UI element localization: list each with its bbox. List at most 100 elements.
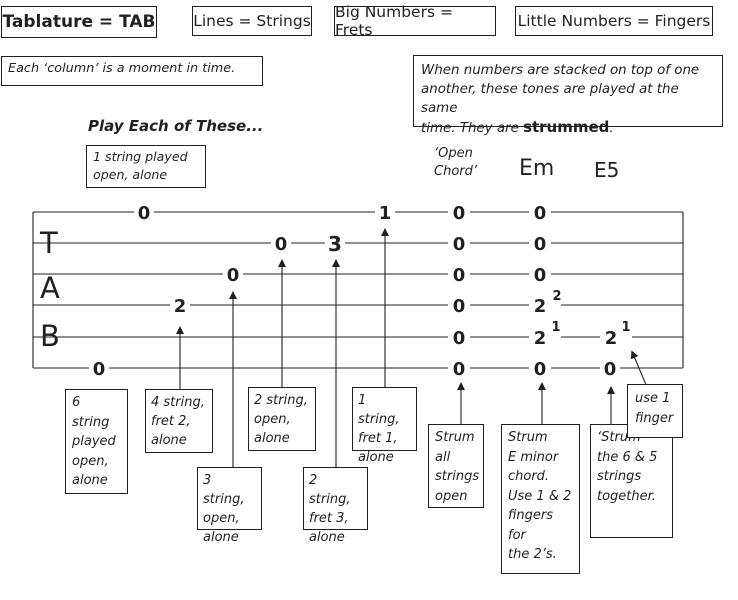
little-numbers-text: Little Numbers = Fingers — [517, 12, 711, 30]
title-box: Tablature = TAB — [1, 6, 157, 38]
big-numbers-box: Big Numbers = Frets — [334, 3, 496, 39]
column-note-text: Each ‘column’ is a moment in time. — [8, 61, 236, 76]
lines-strings-text: Lines = Strings — [193, 12, 311, 30]
em-finger-2: 2 — [552, 289, 561, 304]
strummed-word: strummed — [523, 118, 610, 136]
callout-e5-l4: together. — [597, 488, 656, 504]
em-s3: 0 — [534, 265, 547, 286]
callout-1-string-fret1: 1 string, fret 1, alone — [352, 387, 417, 465]
open-chord-s1: 0 — [453, 203, 466, 224]
em-s5: 2 — [534, 328, 547, 349]
callout-strum-all: Strum all strings open — [428, 424, 484, 508]
fret-s1-1: 1 — [379, 203, 392, 224]
e5-s5: 2 — [605, 328, 618, 349]
fret-s1-open: 0 — [138, 203, 151, 224]
callout-3-string: 3 string, open, alone — [197, 467, 262, 545]
callout-1f-l1: 1 string, — [358, 393, 400, 427]
open-chord-s4: 0 — [453, 296, 466, 317]
callout-em-l5: fingers — [508, 508, 554, 523]
stacked-note-line1: When numbers are stacked on top of one — [421, 63, 700, 78]
callout-4-l1: 4 string, — [151, 395, 205, 410]
callout-3-l3: alone — [203, 530, 239, 545]
callout-em-l3: chord. — [508, 469, 550, 484]
em-s1: 0 — [534, 203, 547, 224]
top-callout-line2: open, alone — [93, 167, 168, 182]
callout-2o-l3: alone — [254, 431, 290, 446]
callout-2o-l2: open, — [254, 412, 291, 427]
callout-2-string-open: 2 string, open, alone — [248, 387, 316, 451]
callout-em-l7: the 2’s. — [508, 547, 557, 562]
column-note: Each ‘column’ is a moment in time. — [1, 56, 263, 86]
open-chord-s3: 0 — [453, 265, 466, 286]
fret-s4-2: 2 — [174, 296, 187, 317]
callout-6-l1: 6 — [72, 395, 81, 410]
callout-em-l6: for — [508, 527, 526, 543]
stacked-note-line3: time. They are — [421, 121, 524, 136]
em-s4: 2 — [534, 296, 547, 317]
callout-strum-l2: all — [435, 449, 451, 465]
open-chord-s2: 0 — [453, 234, 466, 255]
little-numbers-box: Little Numbers = Fingers — [515, 6, 713, 36]
callout-2-string-fret3: 2 string, fret 3, alone — [303, 467, 368, 545]
fret-s2-open: 0 — [275, 234, 288, 255]
e5-s6: 0 — [604, 359, 617, 380]
callout-em-l4: Use 1 & 2 — [508, 488, 572, 504]
callout-strum-l4: open — [435, 488, 468, 504]
em-s2: 0 — [534, 234, 547, 255]
em-finger-1: 1 — [551, 320, 560, 335]
fret-s3-open: 0 — [227, 265, 240, 286]
lines-strings-box: Lines = Strings — [192, 6, 312, 36]
big-numbers-text: Big Numbers = Frets — [335, 3, 453, 39]
fret-s2-3: 3 — [328, 232, 342, 256]
callout-finger-l1: use 1 — [635, 391, 671, 406]
e5-label: E5 — [594, 158, 620, 182]
tab-letter-t: T — [39, 226, 58, 260]
tab-letter-b: B — [40, 319, 60, 353]
callout-4-l2: fret 2, — [151, 414, 191, 429]
callout-3-l2: open, — [203, 511, 240, 526]
callout-use-1-finger: use 1 finger — [627, 384, 683, 438]
callout-em-l2: E minor — [508, 449, 559, 465]
callout-4-l3: alone — [151, 433, 187, 448]
e5-finger-1: 1 — [621, 320, 630, 335]
open-chord-s6: 0 — [453, 359, 466, 380]
stacked-note-period: . — [609, 121, 614, 136]
tab-letter-a: A — [40, 271, 60, 305]
open-chord-line2: Chord’ — [434, 164, 477, 179]
arrow-use-1-finger — [630, 350, 648, 388]
callout-6-l4: open, — [72, 453, 109, 469]
callout-2f-l2: fret 3, — [309, 511, 349, 526]
callout-1f-l2: fret 1, — [358, 431, 398, 446]
em-s6: 0 — [534, 359, 547, 380]
callout-6-l3: played — [72, 434, 116, 449]
callout-finger-l2: finger — [635, 411, 674, 426]
callout-2o-l1: 2 string, — [254, 393, 308, 408]
callout-e5: ‘Strum’ the 6 & 5 strings together. — [590, 424, 673, 538]
callout-2f-l1: 2 string, — [309, 473, 351, 507]
callout-6-string: 6 string played open, alone — [65, 389, 128, 494]
play-heading: Play Each of These... — [88, 117, 264, 135]
callout-e5-l2: the 6 & 5 — [597, 449, 658, 465]
callout-4-string: 4 string, fret 2, alone — [145, 389, 213, 453]
title-text: Tablature = TAB — [2, 12, 156, 32]
callout-1f-l3: alone — [358, 450, 394, 465]
open-chord-s5: 0 — [453, 328, 466, 349]
callout-strum-l1: Strum — [435, 430, 475, 445]
callout-6-l5: alone — [72, 473, 108, 488]
callout-3-l1: 3 string, — [203, 473, 245, 507]
callout-strum-l3: strings — [435, 469, 480, 484]
fret-s6-open: 0 — [93, 359, 106, 380]
callout-em: Strum E minor chord. Use 1 & 2 fingers f… — [501, 424, 580, 574]
top-callout: 1 string played open, alone — [86, 145, 206, 188]
callout-6-l2: string — [72, 414, 110, 430]
stacked-note-line2: another, these tones are played at the s… — [421, 82, 679, 116]
callout-em-l1: Strum — [508, 430, 548, 445]
em-label: Em — [519, 156, 555, 181]
callout-2f-l3: alone — [309, 530, 345, 545]
top-callout-line1: 1 string played — [93, 149, 188, 164]
callout-e5-l3: strings — [597, 469, 642, 484]
open-chord-label: ‘Open Chord’ — [434, 145, 477, 181]
open-chord-line1: ‘Open — [434, 146, 473, 161]
stacked-note: When numbers are stacked on top of one a… — [413, 55, 723, 136]
